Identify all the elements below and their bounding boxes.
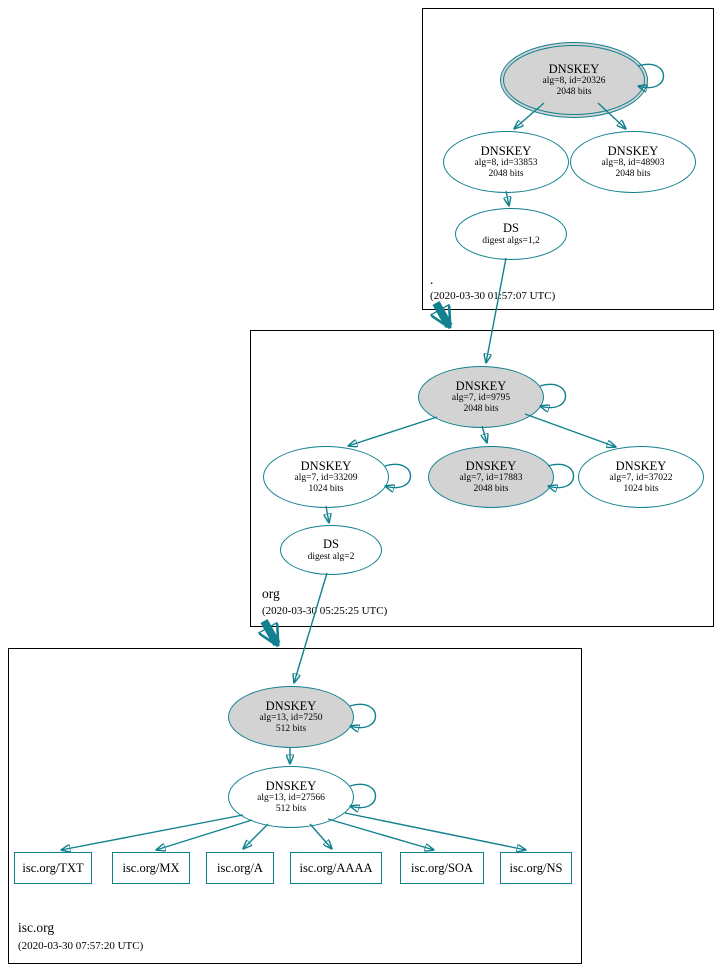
org-zsk-right-detail: alg=7, id=37022 — [609, 473, 673, 484]
root-zsk2-node: DNSKEY alg=8, id=48903 2048 bits — [570, 131, 696, 193]
org-zsk-left-node: DNSKEY alg=7, id=33209 1024 bits — [263, 446, 389, 508]
org-zsk-right-title: DNSKEY — [615, 458, 667, 473]
root-ds-detail: digest algs=1,2 — [482, 235, 540, 246]
root-ds-title: DS — [503, 221, 519, 236]
org-zsk-left-title: DNSKEY — [300, 458, 352, 473]
rrset-isc-org-txt: isc.org/TXT — [14, 852, 92, 884]
org-ds-title: DS — [323, 537, 339, 552]
isc-zone-timestamp: (2020-03-30 07:57:20 UTC) — [18, 940, 144, 952]
rrset-isc-org-mx: isc.org/MX — [112, 852, 190, 884]
root-zsk2-title: DNSKEY — [607, 143, 659, 158]
isc-zsk-detail: alg=13, id=27566 — [257, 793, 325, 804]
isc-zsk-bits: 512 bits — [275, 804, 307, 815]
root-ksk-detail: alg=8, id=20326 — [542, 76, 606, 87]
org-ksk-bits: 2048 bits — [463, 404, 499, 415]
root-ds-node: DS digest algs=1,2 — [455, 208, 567, 260]
root-zsk1-title: DNSKEY — [480, 143, 532, 158]
root-zsk1-detail: alg=8, id=33853 — [474, 158, 538, 169]
isc-ksk-node: DNSKEY alg=13, id=7250 512 bits — [228, 686, 354, 748]
org-ksk2-detail: alg=7, id=17883 — [459, 473, 523, 484]
rrset-isc-org-soa: isc.org/SOA — [400, 852, 484, 884]
org-ksk-title: DNSKEY — [455, 378, 507, 393]
org-zsk-left-detail: alg=7, id=33209 — [294, 473, 358, 484]
root-ksk-bits: 2048 bits — [556, 87, 592, 98]
org-ksk2-bits: 2048 bits — [473, 484, 509, 495]
root-zone-timestamp: (2020-03-30 01:57:07 UTC) — [430, 290, 556, 302]
isc-zsk-title: DNSKEY — [265, 778, 317, 793]
org-zsk-right-node: DNSKEY alg=7, id=37022 1024 bits — [578, 446, 704, 508]
isc-ksk-detail: alg=13, id=7250 — [259, 713, 323, 724]
rrset-isc-org-aaaa: isc.org/AAAA — [290, 852, 382, 884]
root-zsk1-bits: 2048 bits — [488, 169, 524, 180]
root-zsk1-node: DNSKEY alg=8, id=33853 2048 bits — [443, 131, 569, 193]
org-zsk-right-bits: 1024 bits — [623, 484, 659, 495]
org-ksk2-title: DNSKEY — [465, 458, 517, 473]
root-ksk-node: DNSKEY alg=8, id=20326 2048 bits — [500, 42, 648, 118]
org-ksk2-node: DNSKEY alg=7, id=17883 2048 bits — [428, 446, 554, 508]
root-ksk-title: DNSKEY — [548, 61, 600, 76]
isc-zsk-node: DNSKEY alg=13, id=27566 512 bits — [228, 766, 354, 828]
org-zone-timestamp: (2020-03-30 05:25:25 UTC) — [262, 605, 388, 617]
root-zsk2-bits: 2048 bits — [615, 169, 651, 180]
root-zone-label: . — [430, 272, 434, 287]
rrset-isc-org-a: isc.org/A — [206, 852, 274, 884]
root-zsk2-detail: alg=8, id=48903 — [601, 158, 665, 169]
org-zone-label: org — [262, 586, 280, 601]
org-ksk-detail: alg=7, id=9795 — [451, 393, 511, 404]
org-ksk-node: DNSKEY alg=7, id=9795 2048 bits — [418, 366, 544, 428]
org-ds-node: DS digest alg=2 — [280, 525, 382, 575]
org-ds-detail: digest alg=2 — [307, 551, 355, 562]
isc-ksk-title: DNSKEY — [265, 698, 317, 713]
isc-ksk-bits: 512 bits — [275, 724, 307, 735]
rrset-isc-org-ns: isc.org/NS — [500, 852, 572, 884]
org-zsk-left-bits: 1024 bits — [308, 484, 344, 495]
isc-zone-label: isc.org — [18, 920, 55, 935]
